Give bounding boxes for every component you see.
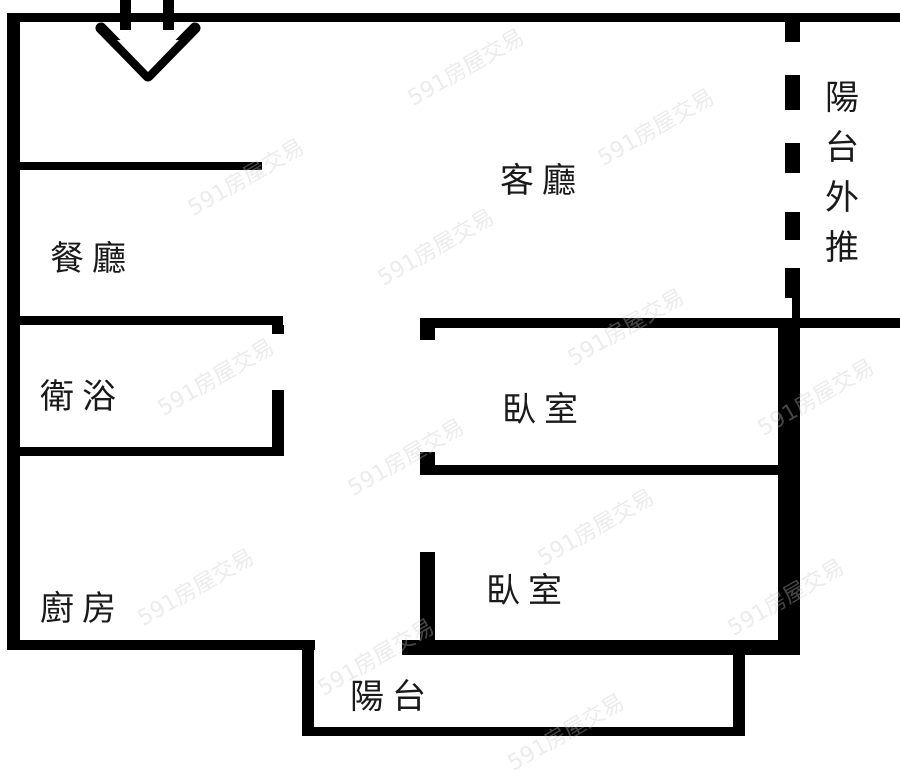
wall-balcony-right — [733, 650, 745, 736]
wall-dining-living — [20, 162, 262, 170]
wall-bathroom-right — [272, 390, 284, 456]
wall-bedroom2-left — [420, 552, 435, 652]
wall-dash — [785, 143, 800, 173]
wall-bedroom1-top — [420, 318, 900, 328]
room-label-bedroom-2: 臥室 — [486, 571, 570, 611]
room-label-living: 客廳 — [500, 161, 584, 201]
wall-dining-bathroom — [20, 316, 283, 325]
wall-left — [7, 13, 20, 650]
char: 台 — [825, 128, 859, 168]
char: 外 — [825, 178, 859, 218]
watermark: 591房屋交易 — [533, 484, 659, 572]
room-label-dining: 餐廳 — [50, 239, 134, 279]
wall-dash — [792, 298, 800, 318]
char: 陽 — [825, 78, 859, 118]
char: 推 — [825, 228, 859, 268]
wall-bedrooms-right — [778, 318, 800, 655]
wall-balcony-bottom — [302, 727, 745, 736]
watermark: 591房屋交易 — [593, 84, 719, 172]
room-label-bedroom-1: 臥室 — [502, 390, 586, 430]
wall-dash — [785, 268, 800, 298]
wall-stub-bath-door — [272, 325, 284, 334]
room-label-kitchen: 廚房 — [40, 589, 124, 629]
balcony-extension-label: 陽 台 外 推 — [822, 73, 862, 273]
watermark: 591房屋交易 — [373, 204, 499, 292]
wall-dash — [785, 75, 800, 110]
watermark: 591房屋交易 — [343, 414, 469, 502]
room-label-balcony: 陽台 — [350, 677, 434, 717]
wall-top — [7, 13, 900, 22]
wall-kitchen-bottom — [7, 640, 315, 650]
watermark: 591房屋交易 — [133, 544, 259, 632]
wall-bedroom1-stub — [420, 318, 435, 340]
watermark: 591房屋交易 — [403, 24, 529, 112]
watermark: 591房屋交易 — [753, 354, 879, 442]
wall-balcony-left — [302, 640, 314, 736]
wall-bedroom-divider — [420, 465, 778, 475]
wall-bathroom-bottom — [20, 447, 284, 456]
wall-dash — [785, 22, 800, 42]
watermark: 591房屋交易 — [153, 334, 279, 422]
watermark: 591房屋交易 — [183, 134, 309, 222]
wall-bedroom2-bottom — [402, 640, 800, 655]
wall-bedroom-divider-stub — [420, 452, 435, 475]
room-label-bathroom: 衛浴 — [40, 377, 124, 417]
wall-dash — [785, 212, 800, 240]
